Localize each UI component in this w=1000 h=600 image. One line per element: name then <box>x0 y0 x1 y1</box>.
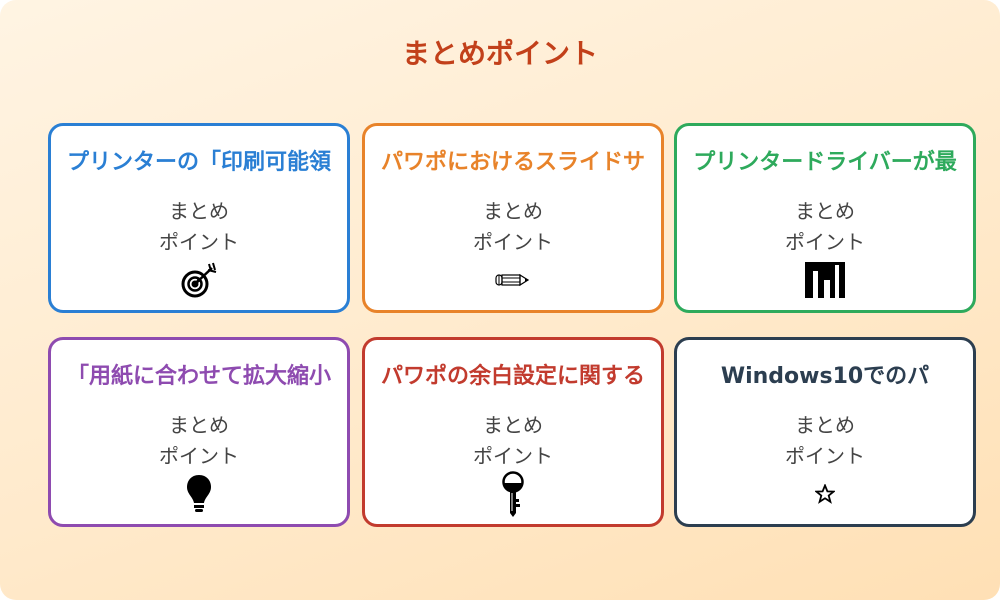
pencil-icon <box>365 259 661 301</box>
card-body: まとめ ポイント <box>365 196 661 258</box>
card-line-2: ポイント <box>473 444 553 468</box>
card-line-2: ポイント <box>159 230 239 254</box>
card-body: まとめ ポイント <box>51 410 347 472</box>
card-margin-settings[interactable]: パワポの余白設定に関する まとめ ポイント <box>362 337 664 527</box>
card-printable-area[interactable]: プリンターの「印刷可能領 まとめ ポイント <box>48 123 350 313</box>
card-line-2: ポイント <box>473 230 553 254</box>
card-line-2: ポイント <box>159 444 239 468</box>
card-line-1: まとめ <box>483 199 543 223</box>
page-title: まとめポイント <box>401 37 598 70</box>
lightbulb-icon <box>51 473 347 515</box>
card-line-2: ポイント <box>785 444 865 468</box>
card-line-2: ポイント <box>785 230 865 254</box>
star-icon <box>677 473 973 515</box>
card-windows10[interactable]: Windows10でのパ まとめ ポイント <box>674 337 976 527</box>
card-body: まとめ ポイント <box>677 196 973 258</box>
card-body: まとめ ポイント <box>677 410 973 472</box>
card-line-1: まとめ <box>169 199 229 223</box>
card-title: プリンターの「印刷可能領 <box>66 150 331 175</box>
card-line-1: まとめ <box>795 413 855 437</box>
key-icon <box>365 471 661 517</box>
card-line-1: まとめ <box>795 199 855 223</box>
bar-chart-icon <box>677 259 973 301</box>
card-title: パワポの余白設定に関する <box>380 364 645 389</box>
card-body: まとめ ポイント <box>365 410 661 472</box>
card-fit-to-paper[interactable]: 「用紙に合わせて拡大縮小 まとめ ポイント <box>48 337 350 527</box>
card-title: パワポにおけるスライドサ <box>380 150 645 175</box>
card-title: Windows10でのパ <box>720 364 930 389</box>
card-line-1: まとめ <box>483 413 543 437</box>
card-title: プリンタードライバーが最 <box>693 150 957 175</box>
card-printer-driver[interactable]: プリンタードライバーが最 まとめ ポイント <box>674 123 976 313</box>
card-body: まとめ ポイント <box>51 196 347 258</box>
card-title: 「用紙に合わせて拡大縮小 <box>66 364 331 389</box>
card-slide-size[interactable]: パワポにおけるスライドサ まとめ ポイント <box>362 123 664 313</box>
card-line-1: まとめ <box>169 413 229 437</box>
target-arrow-icon <box>51 259 347 301</box>
